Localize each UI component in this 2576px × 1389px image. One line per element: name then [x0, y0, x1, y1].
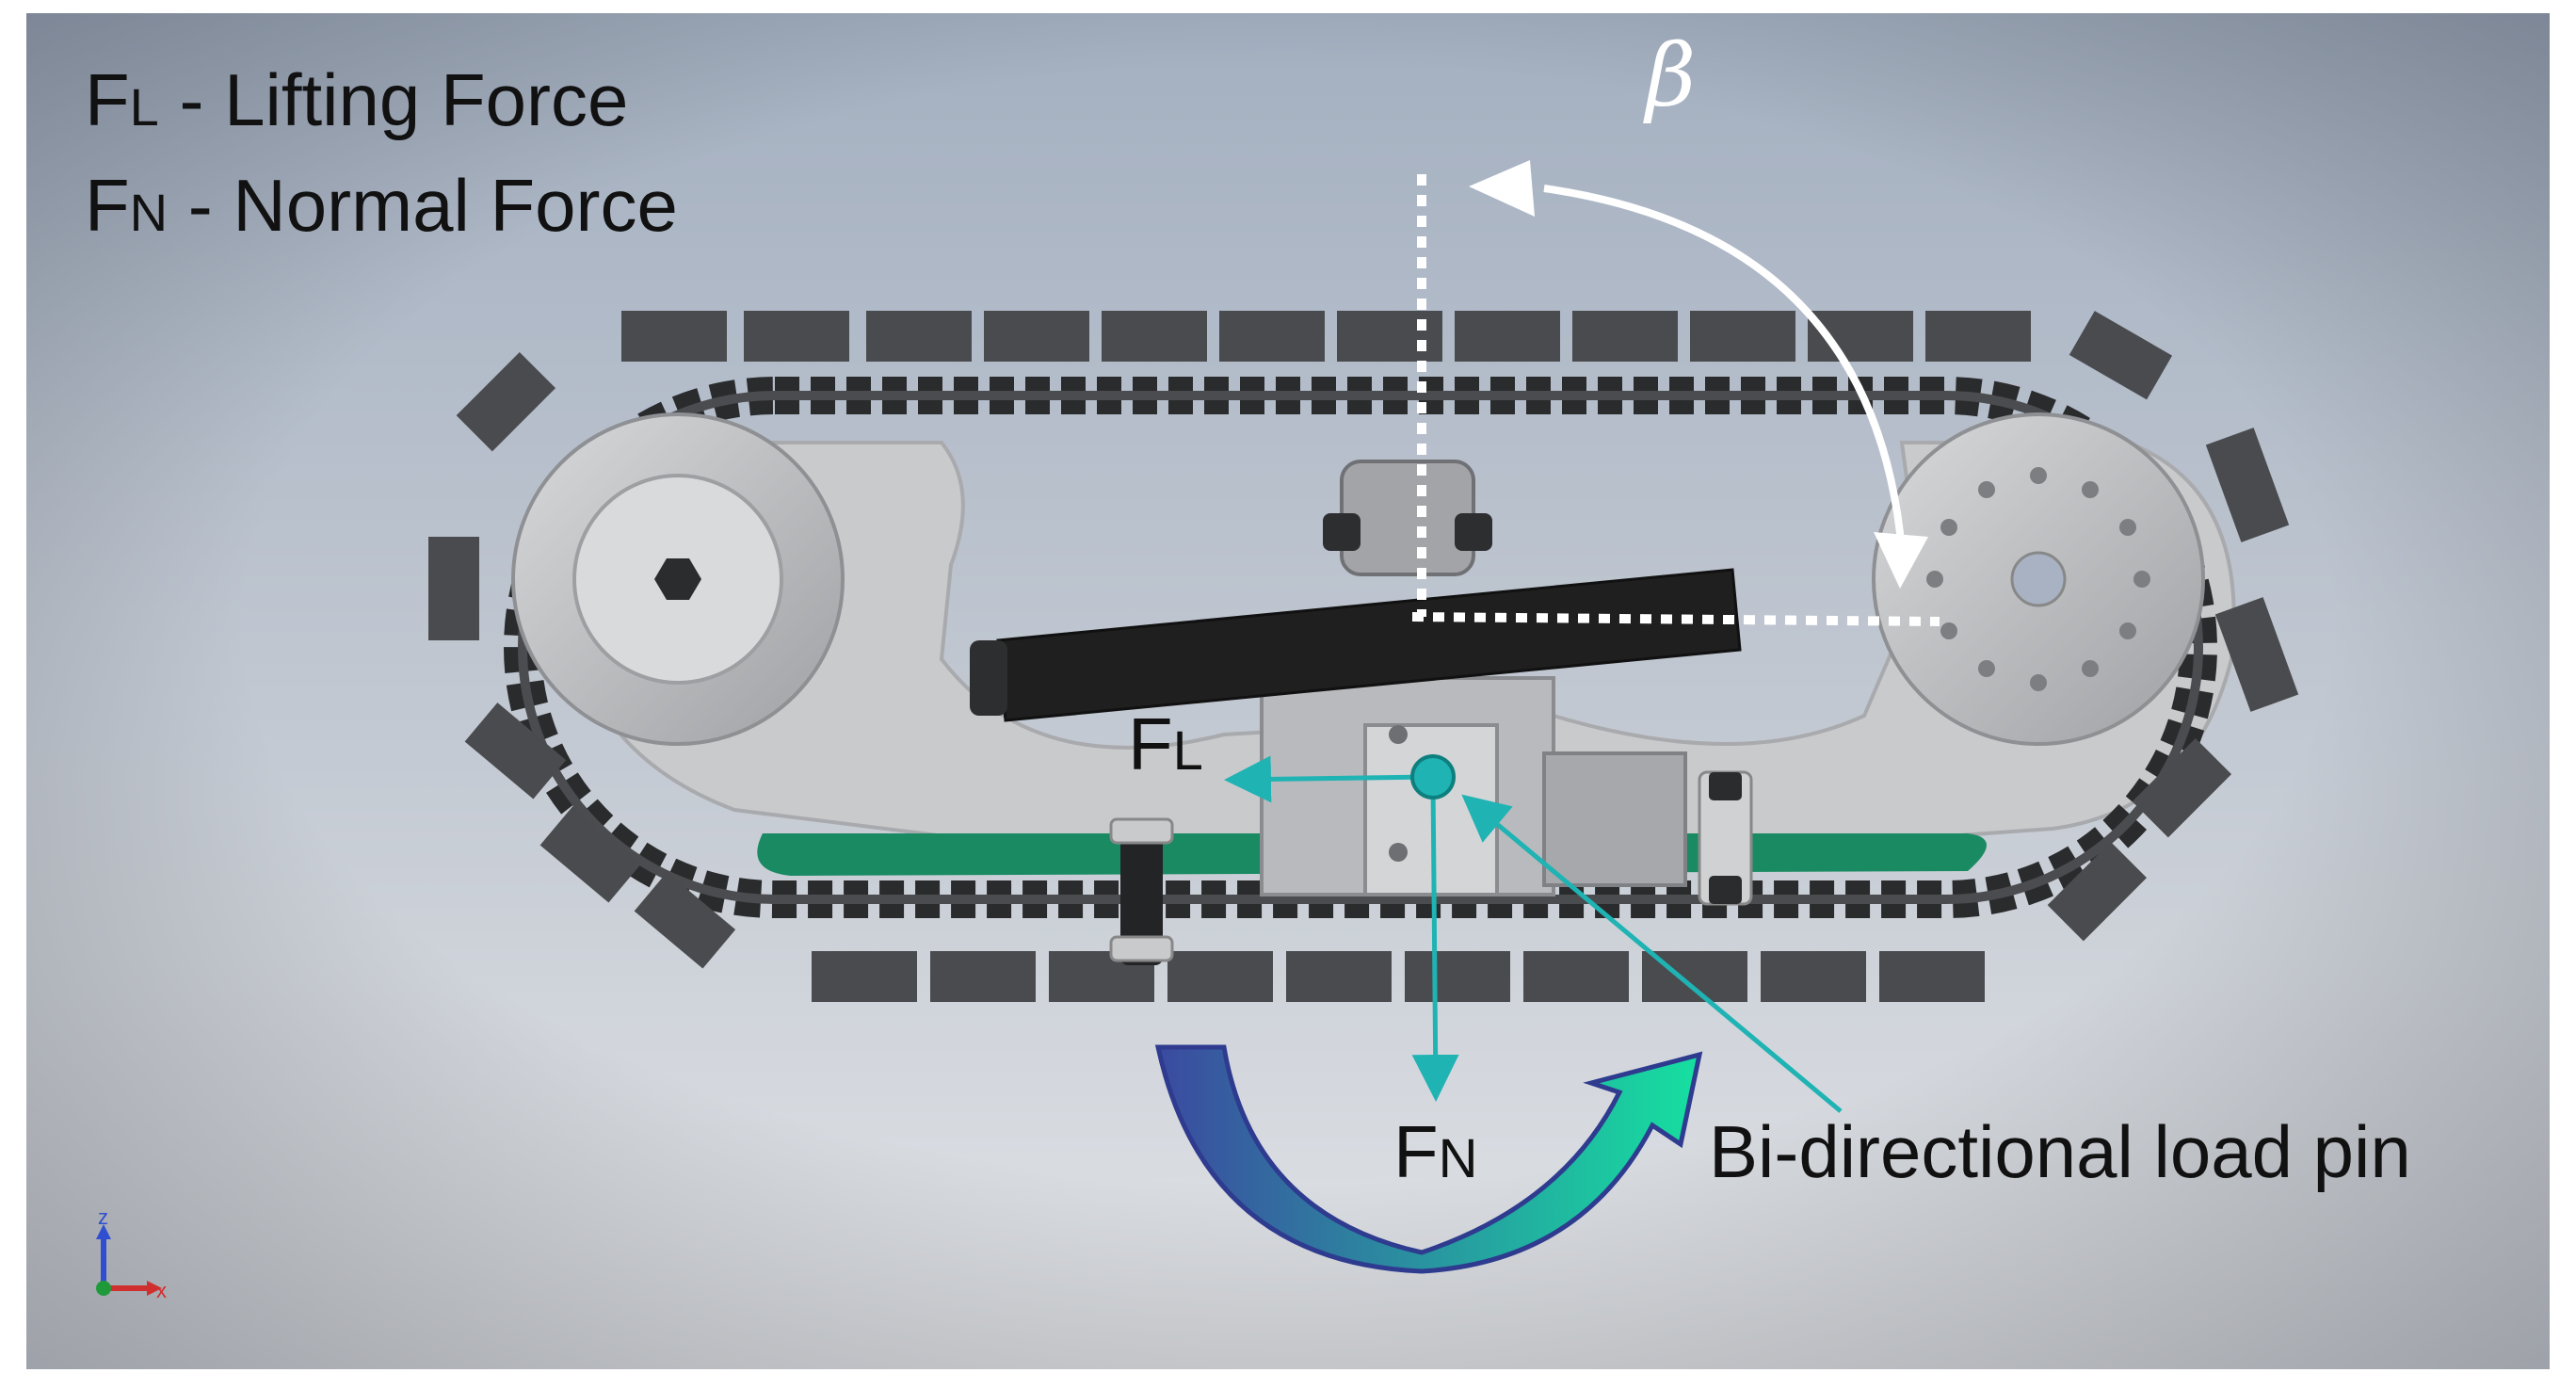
top-track-pads	[621, 311, 2031, 362]
fl-label: FL	[1128, 703, 1203, 785]
legend: FL - Lifting Force FN - Normal Force	[85, 58, 678, 247]
fn-label-symbol: F	[1393, 1110, 1439, 1193]
normal-force-arrow	[1411, 781, 1459, 1102]
axis-triad-icon: z x	[96, 1205, 167, 1302]
beta-arrowhead-bottom	[1874, 532, 1928, 589]
load-pin-label: Bi-directional load pin	[1709, 1110, 2411, 1193]
fn-label: FN	[1393, 1110, 1478, 1193]
axis-x-label: x	[156, 1279, 167, 1302]
diagram-labels: FL FN Bi-directional load pin	[1128, 703, 2411, 1193]
legend-fn: FN - Normal Force	[85, 164, 678, 247]
track-assembly	[428, 311, 2299, 1002]
fl-label-sub: L	[1173, 720, 1203, 782]
force-vectors	[1224, 754, 1843, 1113]
rotation-arrow	[1154, 1044, 1703, 1274]
fn-label-sub: N	[1439, 1128, 1478, 1189]
load-pin-leader	[1461, 794, 1843, 1113]
fl-label-symbol: F	[1128, 703, 1173, 785]
beta-angle-marker: β	[1411, 25, 1940, 626]
legend-fn-desc: - Normal Force	[168, 164, 678, 247]
legend-fl-sub: L	[130, 77, 159, 137]
bottom-track-pads	[812, 951, 1985, 1002]
beta-arrowhead-top	[1469, 160, 1535, 217]
hex-nut-icon	[654, 558, 701, 600]
legend-fl-desc: - Lifting Force	[159, 58, 629, 141]
legend-fn-symbol: F	[85, 164, 130, 247]
left-end-pads	[428, 351, 736, 969]
left-sprocket	[511, 412, 845, 746]
lifting-force-arrow	[1224, 755, 1432, 803]
damper-left	[1109, 817, 1174, 965]
beta-label: β	[1643, 25, 1696, 126]
upright-bracket	[1323, 460, 1492, 576]
beta-reference-horizontal	[1411, 612, 1940, 626]
beta-arc-arrow	[1543, 185, 1906, 552]
legend-fl-symbol: F	[85, 58, 130, 141]
right-end-pads	[2047, 311, 2299, 942]
right-sprocket	[1872, 412, 2205, 746]
legend-fl: FL - Lifting Force	[85, 58, 628, 141]
load-pin	[1410, 754, 1456, 799]
legend-fn-sub: N	[130, 183, 168, 242]
damper-right	[1698, 770, 1753, 906]
rotation-arrow-body	[1154, 1044, 1703, 1274]
axis-z-label: z	[98, 1205, 108, 1229]
